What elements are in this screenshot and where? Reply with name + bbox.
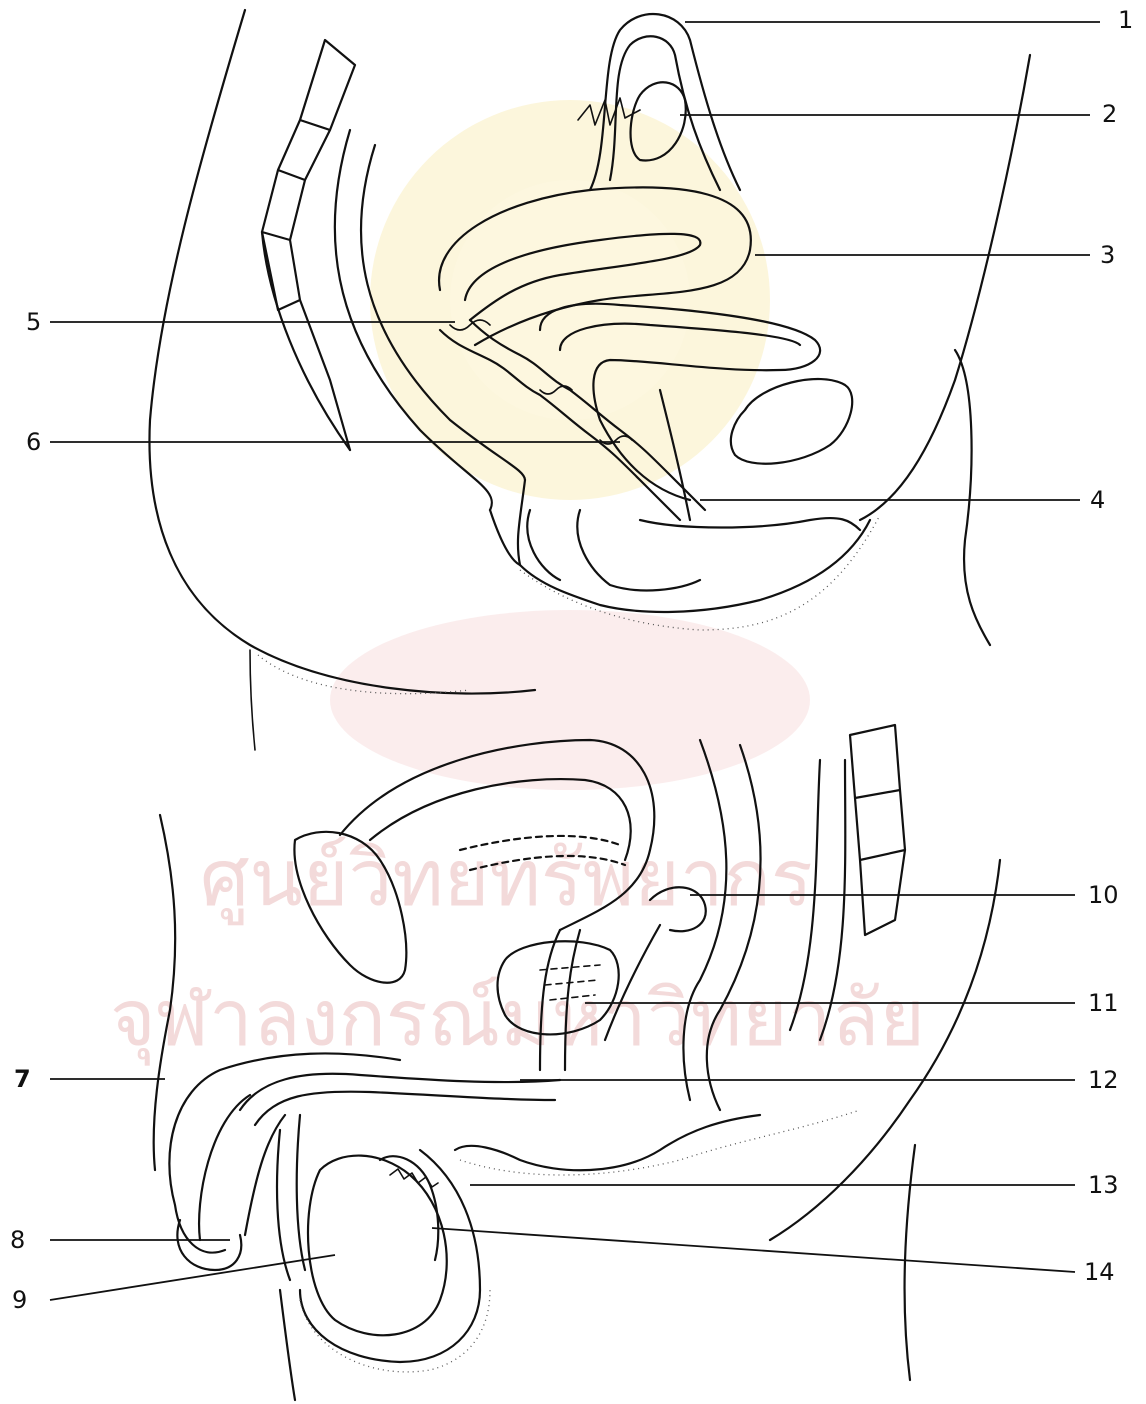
label-1: 1 — [1118, 8, 1133, 32]
male-abdomen-contour — [154, 815, 176, 1170]
male-penis — [169, 1053, 400, 1252]
male-perineum — [455, 1115, 760, 1170]
label-4: 4 — [1090, 488, 1105, 512]
label-8: 8 — [10, 1228, 25, 1252]
label-13: 13 — [1088, 1173, 1119, 1197]
female-thigh-contour — [955, 350, 990, 645]
male-glans — [177, 1220, 241, 1270]
male-pelvis-section — [154, 725, 1000, 1400]
label-11: 11 — [1088, 991, 1119, 1015]
label-12: 12 — [1088, 1068, 1119, 1092]
female-ovary — [631, 82, 686, 160]
female-urethra — [660, 390, 690, 520]
male-epididymis — [380, 1156, 438, 1260]
label-9: 9 — [12, 1288, 27, 1312]
male-back-contour — [770, 860, 1000, 1240]
male-bladder-dashed — [460, 836, 625, 870]
male-testis — [308, 1156, 447, 1336]
leader-lines — [50, 22, 1100, 1300]
male-urethra — [240, 1074, 560, 1110]
label-5: 5 — [26, 310, 41, 334]
male-bladder — [340, 740, 654, 930]
male-seminal-vesicle — [650, 887, 706, 931]
leader-14 — [432, 1228, 1075, 1272]
female-uterine-cavity — [465, 234, 700, 320]
leader-9 — [50, 1255, 335, 1300]
label-7: 7 — [14, 1067, 31, 1091]
male-thigh-contour — [905, 1145, 915, 1380]
female-vagina — [440, 330, 680, 520]
female-perineum — [520, 520, 870, 612]
label-10: 10 — [1088, 883, 1119, 907]
male-leg-line — [280, 1290, 295, 1400]
female-anal-canal — [490, 480, 525, 565]
label-3: 3 — [1100, 243, 1115, 267]
male-vas-deferens — [540, 930, 580, 1070]
label-6: 6 — [26, 430, 41, 454]
male-corpus-spongiosum — [277, 1115, 305, 1280]
female-pelvis-section — [149, 10, 1030, 750]
female-sacrum — [262, 40, 355, 450]
label-14: 14 — [1084, 1260, 1115, 1284]
male-prostate — [498, 941, 619, 1034]
female-back-contour — [149, 10, 535, 694]
female-rectum — [335, 130, 492, 510]
male-pubic-bone — [294, 832, 406, 983]
label-2: 2 — [1102, 102, 1117, 126]
male-sacrum — [850, 725, 905, 935]
female-buttock-contour — [250, 650, 255, 750]
female-pubic-bone — [731, 379, 852, 464]
female-abdomen-contour — [860, 55, 1030, 520]
